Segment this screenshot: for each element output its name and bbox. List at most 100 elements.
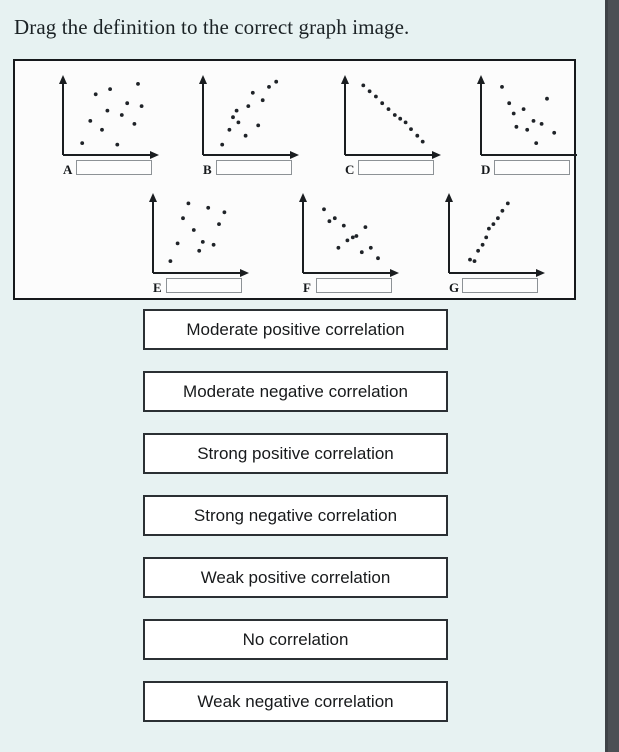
data-point bbox=[332, 216, 337, 221]
scrollbar-track[interactable] bbox=[605, 0, 608, 752]
data-point bbox=[231, 115, 235, 120]
definition-option[interactable]: Weak positive correlation bbox=[143, 557, 448, 598]
data-point bbox=[168, 259, 173, 263]
definition-option[interactable]: Strong negative correlation bbox=[143, 495, 448, 536]
data-point bbox=[327, 219, 332, 224]
scatter-plot-g bbox=[445, 193, 545, 277]
data-point bbox=[534, 141, 539, 145]
data-point bbox=[197, 248, 202, 253]
dropzone-f[interactable] bbox=[316, 278, 392, 293]
definition-option[interactable]: No correlation bbox=[143, 619, 448, 660]
data-point bbox=[398, 116, 403, 121]
data-point bbox=[514, 124, 519, 129]
dropzone-c[interactable] bbox=[358, 160, 434, 175]
data-point bbox=[186, 201, 191, 206]
graph-label-f: F bbox=[303, 280, 311, 295]
scatter-plot-a bbox=[59, 75, 159, 159]
data-point bbox=[361, 83, 366, 88]
scatter-plot-c bbox=[341, 75, 441, 159]
data-point bbox=[227, 127, 232, 132]
data-point bbox=[88, 119, 93, 123]
scatter-plot-e bbox=[149, 193, 249, 277]
data-point bbox=[350, 235, 355, 240]
data-point bbox=[368, 245, 373, 250]
graphs-panel: A B C D E F G bbox=[13, 59, 577, 300]
page-title: Drag the definition to the correct graph… bbox=[14, 15, 410, 39]
data-point bbox=[487, 226, 491, 231]
data-point bbox=[468, 257, 472, 262]
graph-label-c: C bbox=[345, 162, 355, 177]
graph-label-e: E bbox=[153, 280, 162, 295]
dropzone-b[interactable] bbox=[216, 160, 292, 175]
data-point bbox=[93, 92, 98, 97]
graph-label-g: G bbox=[449, 280, 460, 295]
definition-option[interactable]: Strong positive correlation bbox=[143, 433, 448, 474]
data-point bbox=[472, 259, 477, 263]
data-point bbox=[322, 207, 326, 212]
data-point bbox=[476, 248, 480, 253]
data-point bbox=[496, 216, 500, 221]
data-point bbox=[521, 107, 526, 111]
dropzone-g[interactable] bbox=[462, 278, 538, 293]
dropzone-e[interactable] bbox=[166, 278, 242, 293]
scatter-plot-d bbox=[477, 75, 577, 156]
data-point bbox=[206, 205, 211, 210]
data-point bbox=[480, 242, 485, 247]
data-point bbox=[354, 234, 359, 238]
data-point bbox=[336, 245, 341, 250]
data-point bbox=[222, 210, 227, 215]
data-point bbox=[415, 133, 420, 138]
data-point bbox=[246, 104, 251, 108]
graph-d: D bbox=[459, 63, 597, 181]
graph-label-b: B bbox=[203, 162, 212, 177]
data-point bbox=[380, 101, 385, 106]
data-point bbox=[511, 111, 516, 116]
data-point bbox=[539, 122, 544, 126]
data-point bbox=[525, 127, 530, 132]
data-point bbox=[409, 127, 413, 131]
data-point bbox=[243, 133, 248, 138]
data-point bbox=[108, 87, 112, 91]
scatter-plot-f bbox=[299, 193, 399, 277]
graph-f: F bbox=[281, 181, 419, 299]
data-point bbox=[236, 120, 241, 125]
data-point bbox=[260, 98, 265, 103]
data-point bbox=[267, 85, 271, 89]
data-point bbox=[105, 108, 110, 113]
data-point bbox=[175, 241, 180, 246]
data-point bbox=[100, 127, 104, 132]
data-point bbox=[367, 89, 372, 94]
data-point bbox=[363, 225, 368, 229]
data-point bbox=[115, 142, 120, 147]
data-point bbox=[386, 107, 391, 111]
graph-row-top: A B C D bbox=[15, 63, 577, 181]
data-point bbox=[220, 142, 225, 147]
data-point bbox=[80, 141, 85, 145]
data-point bbox=[119, 113, 124, 117]
data-point bbox=[507, 101, 512, 106]
data-point bbox=[234, 108, 239, 113]
data-point bbox=[200, 240, 205, 244]
graph-label-d: D bbox=[481, 162, 491, 177]
graph-row-bottom: E F G bbox=[15, 181, 574, 299]
definition-option[interactable]: Moderate negative correlation bbox=[143, 371, 448, 412]
data-point bbox=[505, 201, 510, 206]
data-point bbox=[345, 238, 350, 243]
data-point bbox=[500, 85, 504, 89]
data-point bbox=[359, 250, 364, 255]
dropzone-d[interactable] bbox=[494, 160, 570, 175]
data-point bbox=[374, 94, 378, 99]
data-point bbox=[256, 123, 261, 128]
data-point bbox=[181, 216, 185, 221]
graph-c: C bbox=[323, 63, 461, 181]
dropzone-a[interactable] bbox=[76, 160, 152, 175]
graph-label-a: A bbox=[63, 162, 73, 177]
data-point bbox=[274, 79, 279, 84]
data-point bbox=[500, 208, 505, 213]
data-point bbox=[545, 96, 549, 101]
data-point bbox=[341, 223, 346, 228]
definition-option[interactable]: Weak negative correlation bbox=[143, 681, 448, 722]
definition-option[interactable]: Moderate positive correlation bbox=[143, 309, 448, 350]
window-chrome-strip bbox=[605, 0, 619, 752]
